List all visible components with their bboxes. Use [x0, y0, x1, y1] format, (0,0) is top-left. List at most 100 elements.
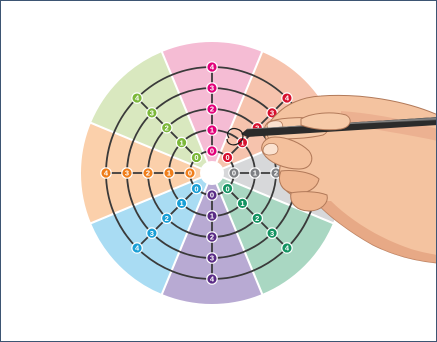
node-label: 0	[210, 147, 214, 156]
node-label: 0	[225, 153, 229, 162]
node-peach-3: 3	[121, 167, 133, 179]
node-dot	[160, 212, 173, 225]
node-dot	[221, 151, 234, 164]
node-label: 1	[210, 126, 214, 135]
node-green-2: 2	[160, 121, 173, 134]
node-label: 1	[167, 169, 171, 178]
node-dot	[131, 242, 143, 254]
node-dot	[228, 167, 240, 179]
node-green-3: 3	[146, 107, 158, 119]
node-pink-1: 1	[206, 124, 218, 136]
node-label: 4	[135, 94, 140, 103]
node-green-1: 1	[175, 136, 188, 149]
node-salmon-4: 4	[281, 92, 293, 104]
node-dot	[175, 197, 188, 210]
node-label: 4	[135, 244, 140, 253]
node-label: 3	[150, 109, 154, 118]
node-purple-1: 1	[206, 210, 218, 222]
node-teal-4: 4	[281, 242, 293, 254]
node-teal-3: 3	[266, 227, 278, 239]
node-label: 1	[180, 138, 184, 147]
node-dot	[206, 252, 218, 264]
node-label: 3	[210, 254, 214, 263]
node-peach-2: 2	[142, 167, 154, 179]
node-dot	[249, 167, 261, 179]
node-dot	[206, 103, 218, 115]
node-dot	[190, 151, 203, 164]
node-gray-0: 0	[228, 167, 240, 179]
node-label: 0	[194, 153, 198, 162]
node-label: 4	[210, 63, 215, 72]
node-label: 2	[146, 169, 150, 178]
node-pink-3: 3	[206, 82, 218, 94]
node-label: 3	[210, 84, 214, 93]
node-green-0: 0	[190, 151, 203, 164]
node-peach-1: 1	[163, 167, 175, 179]
node-label: 2	[165, 214, 169, 223]
node-label: 0	[232, 169, 236, 178]
node-label: 3	[270, 229, 274, 238]
node-dot	[206, 82, 218, 94]
node-pink-4: 4	[206, 61, 218, 73]
node-label: 4	[285, 94, 290, 103]
node-label: 2	[255, 123, 259, 132]
node-blue-0: 0	[190, 182, 203, 195]
node-dot	[206, 61, 218, 73]
node-dot	[146, 107, 158, 119]
node-dot	[190, 182, 203, 195]
node-dot	[100, 167, 112, 179]
node-label: 1	[210, 212, 214, 221]
node-purple-4: 4	[206, 273, 218, 285]
node-label: 0	[188, 169, 192, 178]
node-dot	[281, 242, 293, 254]
node-teal-0: 0	[221, 182, 234, 195]
node-label: 4	[210, 275, 215, 284]
node-blue-2: 2	[160, 212, 173, 225]
node-label: 2	[210, 105, 214, 114]
node-label: 1	[180, 199, 184, 208]
node-purple-3: 3	[206, 252, 218, 264]
node-label: 4	[285, 244, 290, 253]
node-dot	[163, 167, 175, 179]
hand-with-pen-icon	[241, 94, 436, 264]
node-dot	[175, 136, 188, 149]
node-label: 2	[255, 214, 259, 223]
node-label: 0	[194, 184, 198, 193]
node-dot	[266, 227, 278, 239]
node-label: 3	[150, 229, 154, 238]
node-blue-1: 1	[175, 197, 188, 210]
node-label: 1	[240, 199, 244, 208]
node-label: 3	[270, 109, 274, 118]
node-label: 1	[253, 169, 257, 178]
node-dot	[281, 92, 293, 104]
node-label: 3	[125, 169, 129, 178]
node-dot	[146, 227, 158, 239]
node-label: 2	[165, 123, 169, 132]
node-dot	[206, 124, 218, 136]
wheel-center	[200, 161, 224, 185]
node-label: 0	[210, 191, 214, 200]
node-label: 0	[225, 184, 229, 193]
node-label: 1	[240, 138, 244, 147]
pen-scribble	[226, 127, 244, 146]
node-gray-1: 1	[249, 167, 261, 179]
node-dot	[206, 231, 218, 243]
node-pink-0: 0	[206, 145, 218, 157]
node-blue-4: 4	[131, 242, 143, 254]
node-dot	[206, 189, 218, 201]
node-dot	[131, 92, 143, 104]
node-teal-1: 1	[236, 197, 249, 210]
node-dot	[184, 167, 196, 179]
node-purple-0: 0	[206, 189, 218, 201]
node-purple-2: 2	[206, 231, 218, 243]
node-label: 2	[274, 169, 278, 178]
node-teal-2: 2	[251, 212, 264, 225]
node-dot	[206, 210, 218, 222]
node-dot	[251, 212, 264, 225]
node-dot	[206, 273, 218, 285]
node-dot	[121, 167, 133, 179]
node-blue-3: 3	[146, 227, 158, 239]
node-dot	[206, 145, 218, 157]
